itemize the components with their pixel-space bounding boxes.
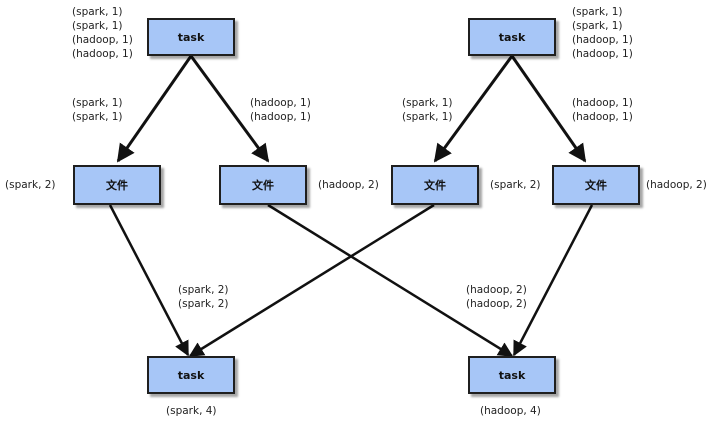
edge-tl-to-file1: [116, 55, 193, 163]
edge-file3-to-bl: [188, 203, 435, 358]
edge-label-to-bottom-left: (spark, 2) (spark, 2): [178, 284, 229, 310]
file-node-1: 文件: [73, 165, 161, 205]
edge-tr-to-file4: [510, 55, 587, 163]
task-node-top-left: task: [147, 18, 235, 56]
file-node-2: 文件: [219, 165, 307, 205]
file-node-3: 文件: [391, 165, 479, 205]
edge-tl-to-file2: [189, 55, 270, 163]
file3-result: (spark, 2): [490, 179, 541, 191]
task-node-top-right: task: [468, 18, 556, 56]
edge-file1-to-bl: [108, 204, 190, 357]
bottom-left-result: (spark, 4): [166, 405, 217, 417]
task-top-left-data: (spark, 1) (spark, 1) (hadoop, 1) (hadoo…: [72, 6, 133, 60]
edge-tr-to-file3: [433, 55, 514, 163]
edge-label-tr-file3: (spark, 1) (spark, 1): [402, 97, 453, 123]
file4-result: (hadoop, 2): [646, 179, 707, 191]
file-node-4: 文件: [552, 165, 640, 205]
edge-file4-to-br: [512, 204, 594, 357]
task-node-bottom-left: task: [147, 356, 235, 394]
file1-result: (spark, 2): [5, 179, 56, 191]
edge-label-tr-file4: (hadoop, 1) (hadoop, 1): [572, 97, 633, 123]
bottom-right-result: (hadoop, 4): [480, 405, 541, 417]
edge-label-to-bottom-right: (hadoop, 2) (hadoop, 2): [466, 284, 527, 310]
file2-result: (hadoop, 2): [318, 179, 379, 191]
task-node-bottom-right: task: [468, 356, 556, 394]
edge-label-tl-file1: (spark, 1) (spark, 1): [72, 97, 123, 123]
edge-file2-to-br: [267, 203, 514, 358]
task-top-right-data: (spark, 1) (spark, 1) (hadoop, 1) (hadoo…: [572, 6, 633, 60]
edge-label-tl-file2: (hadoop, 1) (hadoop, 1): [250, 97, 311, 123]
